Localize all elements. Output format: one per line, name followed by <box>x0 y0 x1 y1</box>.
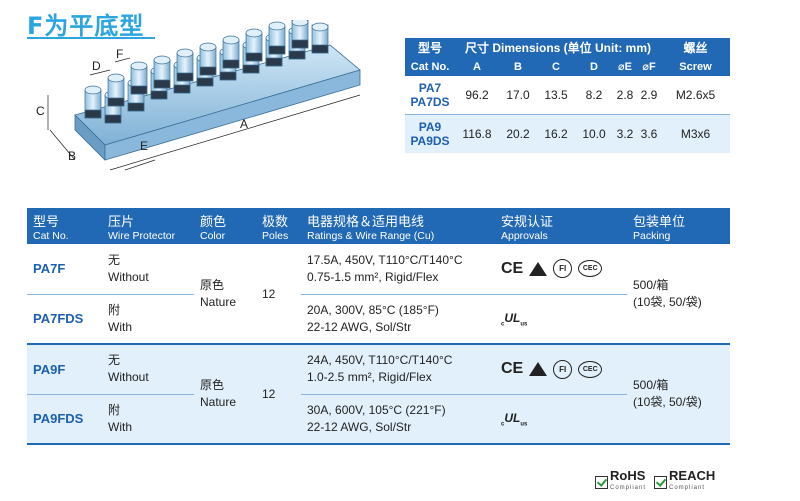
ratings-cell: 20A, 300V, 85°C (185°F)22-12 AWG, Sol/St… <box>301 294 495 345</box>
checkbox-check-icon <box>654 475 668 489</box>
dim-col-b: B <box>499 57 537 76</box>
dim-screw-header-zh: 螺丝 <box>661 38 730 57</box>
approvals-cell: CE FI CEC <box>495 344 627 395</box>
dim-label-d: D <box>92 59 101 73</box>
dim-cat-header-en: Cat No. <box>405 57 455 76</box>
dim-value-d: 8.2 <box>575 76 613 115</box>
pse-triangle-icon <box>529 362 548 377</box>
dim-label-e: E <box>140 139 148 153</box>
dim-value-e: 2.8 <box>613 76 637 115</box>
cec-mark-icon: CEC <box>578 360 603 378</box>
cat-no: PA9FDS <box>27 394 102 445</box>
dim-value-f: 3.6 <box>637 114 661 153</box>
approvals-cell: cULus <box>495 294 627 345</box>
dim-label-c: C <box>36 104 45 118</box>
ratings-cell: 30A, 600V, 105°C (221°F)22-12 AWG, Sol/S… <box>301 394 495 445</box>
dim-value-a: 96.2 <box>455 76 499 115</box>
dim-value-screw: M3x6 <box>661 114 730 153</box>
dim-label-f: F <box>116 47 123 61</box>
dim-cat-secondary: PA7DS <box>410 95 450 109</box>
dim-value-screw: M2.6x5 <box>661 76 730 115</box>
approvals-cell: CE FI CEC <box>495 244 627 295</box>
dim-cat-header-zh: 型号 <box>405 38 455 57</box>
dim-cat-secondary: PA9DS <box>410 134 450 148</box>
dim-value-c: 13.5 <box>537 76 575 115</box>
dim-size-header: 尺寸 Dimensions (单位 Unit: mm) <box>455 38 661 57</box>
pse-triangle-icon <box>529 261 548 276</box>
fi-mark-icon: FI <box>553 259 573 279</box>
dim-value-b: 20.2 <box>499 114 537 153</box>
title-underline <box>27 37 155 39</box>
dim-row-pa9: PA9 PA9DS 116.8 20.2 16.2 10.0 3.2 3.6 M… <box>405 114 730 153</box>
cec-mark-icon: CEC <box>578 260 603 278</box>
packing-cell: 500/箱(10袋, 50/袋) <box>627 344 730 445</box>
cat-no: PA7FDS <box>27 294 102 345</box>
dim-screw-header-en: Screw <box>661 57 730 76</box>
dim-col-a: A <box>455 57 499 76</box>
dim-value-a: 116.8 <box>455 114 499 153</box>
ce-mark-icon: CE <box>501 259 524 277</box>
cat-no: PA7F <box>27 244 102 295</box>
dim-value-d: 10.0 <box>575 114 613 153</box>
dim-cat-primary: PA9 <box>418 120 442 134</box>
poles-cell: 12 <box>256 244 301 345</box>
approvals-cell: cULus <box>495 394 627 445</box>
dim-header-row-1: 型号 尺寸 Dimensions (单位 Unit: mm) 螺丝 <box>405 38 730 57</box>
dim-value-b: 17.0 <box>499 76 537 115</box>
dim-col-e: ⌀E <box>613 57 637 76</box>
dim-row-pa7: PA7 PA7DS 96.2 17.0 13.5 8.2 2.8 2.9 M2.… <box>405 76 730 115</box>
dim-value-f: 2.9 <box>637 76 661 115</box>
fi-mark-icon: FI <box>553 359 573 379</box>
terminal-strip-drawing: A B C D E F <box>36 20 361 171</box>
cul-us-mark-icon: cULus <box>501 310 528 327</box>
dim-cat-primary: PA7 <box>418 81 442 95</box>
poles-cell: 12 <box>256 344 301 445</box>
packing-cell: 500/箱(10袋, 50/袋) <box>627 244 730 345</box>
dim-cat-cell: PA9 PA9DS <box>405 114 455 153</box>
dim-cat-cell: PA7 PA7DS <box>405 76 455 115</box>
checkbox-check-icon <box>595 475 608 489</box>
page-title: F为平底型 <box>27 12 145 40</box>
dim-col-d: D <box>575 57 613 76</box>
dim-value-e: 3.2 <box>613 114 637 153</box>
ce-mark-icon: CE <box>501 360 524 378</box>
dim-value-c: 16.2 <box>537 114 575 153</box>
cat-no: PA9F <box>27 344 102 395</box>
cul-us-mark-icon: cULus <box>501 410 528 427</box>
dim-header-row-2: Cat No. A B C D ⌀E ⌀F Screw <box>405 57 730 76</box>
dim-col-c: C <box>537 57 575 76</box>
dim-label-a: A <box>240 117 248 131</box>
dim-label-b: B <box>68 149 76 163</box>
dim-col-f: ⌀F <box>637 57 661 76</box>
dimensions-table: 型号 尺寸 Dimensions (单位 Unit: mm) 螺丝 Cat No… <box>405 38 730 153</box>
